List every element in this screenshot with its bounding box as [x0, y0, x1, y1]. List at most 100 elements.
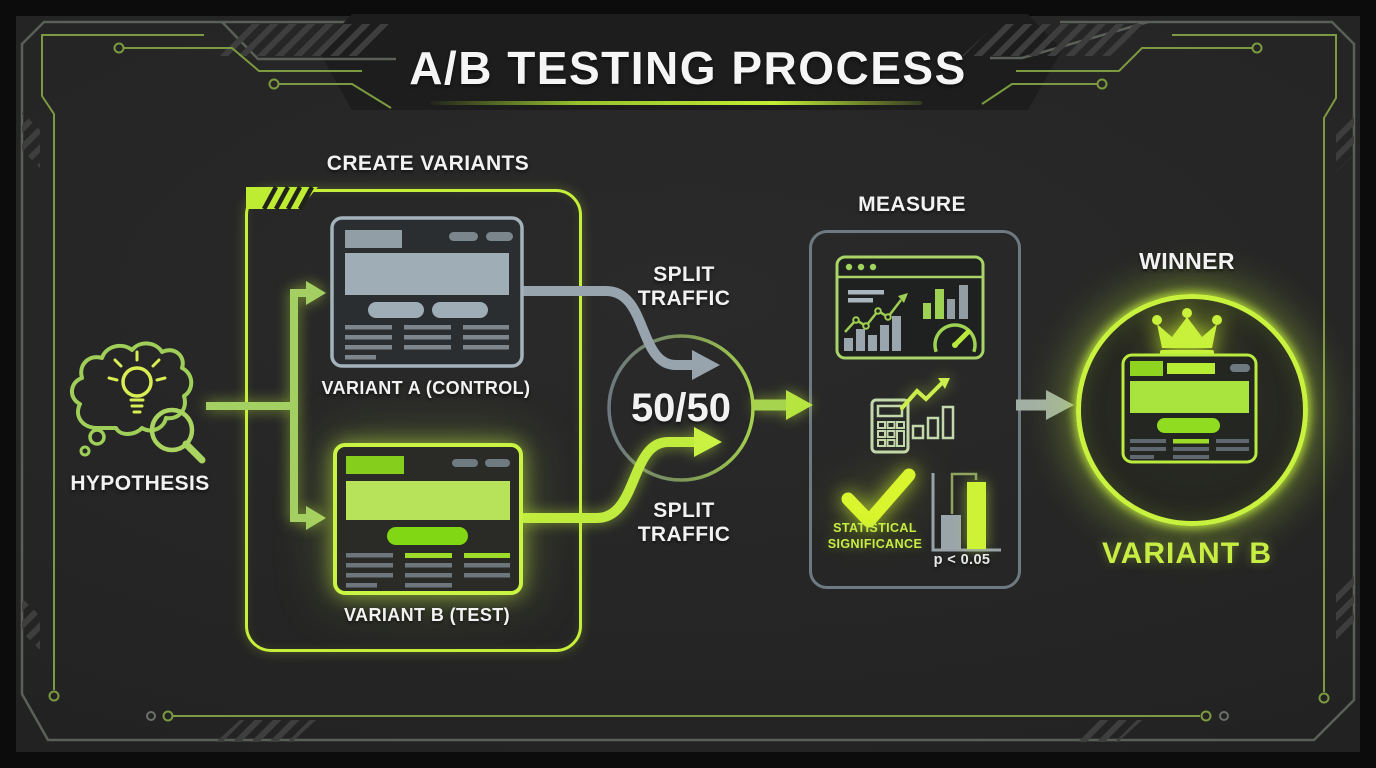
- tab-stripe: [286, 185, 302, 211]
- tab-stripes: [262, 185, 314, 211]
- split-traffic-bottom-label: SPLIT TRAFFIC: [637, 499, 731, 547]
- text-line: [463, 345, 509, 350]
- button-pill: [1157, 418, 1220, 433]
- page-title: A/B TESTING PROCESS: [409, 42, 967, 94]
- title-underline: [430, 101, 922, 105]
- text-line: [464, 573, 510, 578]
- trace-node: [268, 78, 280, 90]
- measure-icons: [835, 255, 1001, 552]
- hatch-left-upper: [22, 112, 40, 168]
- trace-node: [1200, 710, 1212, 722]
- nav-pill: [449, 232, 478, 241]
- bar: [880, 325, 889, 351]
- trace-top-left-2: [279, 83, 392, 109]
- crown-body: [1157, 317, 1217, 348]
- button-pill: [432, 302, 488, 318]
- bubble-dot-large: [88, 428, 106, 446]
- bar-gray: [959, 285, 968, 319]
- bar-green: [923, 303, 931, 319]
- trend-dot: [884, 313, 892, 321]
- text-lines: [346, 553, 510, 588]
- variant-b-label: VARIANT B (TEST): [343, 605, 511, 625]
- text-line: [463, 325, 509, 330]
- hero-block: [345, 253, 509, 295]
- text-line: [345, 325, 392, 330]
- bar-outline: [941, 405, 955, 440]
- text-line: [1173, 447, 1209, 451]
- bar: [844, 338, 853, 351]
- text-line-highlight: [405, 553, 452, 558]
- analytics-dashboard-icon: [835, 255, 985, 360]
- bar: [892, 316, 901, 351]
- window-dot: [845, 263, 853, 271]
- bar-chart-mixed: [923, 285, 968, 319]
- text-line: [345, 345, 392, 350]
- gauge-arc: [933, 323, 977, 353]
- hero-block: [1130, 381, 1249, 413]
- branch-lines: [206, 289, 306, 522]
- hypothesis-branch-arrows: [206, 281, 326, 530]
- significance-bracket: [950, 472, 978, 514]
- trace-top-right-1: [1016, 47, 1252, 72]
- trend-dot: [862, 322, 870, 330]
- text-line: [404, 345, 451, 350]
- text-line: [1216, 439, 1249, 443]
- text-line: [404, 325, 451, 330]
- nav-pill: [1230, 364, 1250, 372]
- variant-a-label: VARIANT A (CONTROL): [321, 378, 531, 398]
- text-line: [1130, 455, 1154, 459]
- magnifier-lens: [149, 407, 195, 453]
- bar-outline: [926, 416, 940, 440]
- growth-arrow-icon: [900, 378, 950, 410]
- logo-block: [345, 230, 402, 248]
- significance-bar-chart-icon: [931, 472, 1001, 552]
- nav-pill: [452, 459, 478, 467]
- variant-b-connector: [519, 427, 722, 523]
- hypothesis-label: HYPOTHESIS: [70, 472, 210, 495]
- trace-node: [1318, 692, 1330, 704]
- tab-stripe: [262, 185, 278, 211]
- trace-top-left-1: [124, 47, 362, 72]
- chart-axes: [931, 473, 1001, 552]
- text-line: [346, 553, 393, 558]
- text-line: [1216, 447, 1249, 451]
- tab-stripe: [298, 185, 314, 211]
- text-line: [1130, 439, 1166, 443]
- gauge-needle: [952, 329, 971, 348]
- growth-arrowhead: [938, 378, 950, 389]
- text-line: [1130, 447, 1166, 451]
- lightbulb-icon: [107, 350, 167, 414]
- thought-bubble-icon: [70, 341, 194, 436]
- bar-control: [941, 515, 961, 549]
- magnifier-icon: [149, 407, 206, 464]
- key: [877, 421, 886, 429]
- button-pill: [368, 302, 424, 318]
- key: [886, 430, 896, 438]
- arrowhead: [1046, 390, 1074, 420]
- trace-node: [1096, 78, 1108, 90]
- window-dot: [857, 263, 865, 271]
- arrowhead: [786, 390, 813, 420]
- frame-outline: [20, 20, 1356, 742]
- trace-node: [48, 690, 60, 702]
- create-variants-label: CREATE VARIANTS: [326, 152, 530, 175]
- crown-tip: [1182, 308, 1192, 318]
- title-band: [318, 14, 1062, 110]
- text-line: [405, 583, 452, 588]
- gauge-hub: [952, 342, 958, 348]
- winner-result-label: VARIANT B: [1101, 537, 1273, 570]
- winner-card: [1121, 353, 1258, 464]
- calculator-keys: [877, 421, 905, 447]
- bar-winner: [967, 482, 986, 549]
- arrowhead-to-variant-b: [306, 506, 326, 530]
- hatch-top-left: [210, 24, 392, 56]
- text-line: [345, 355, 376, 360]
- trend-arrowhead: [898, 293, 908, 303]
- bar: [868, 335, 877, 351]
- trace-right: [1172, 34, 1337, 692]
- text-line: [346, 563, 393, 568]
- window-dot: [869, 263, 877, 271]
- nav-pill: [486, 232, 513, 241]
- crown-shape: [1152, 308, 1222, 356]
